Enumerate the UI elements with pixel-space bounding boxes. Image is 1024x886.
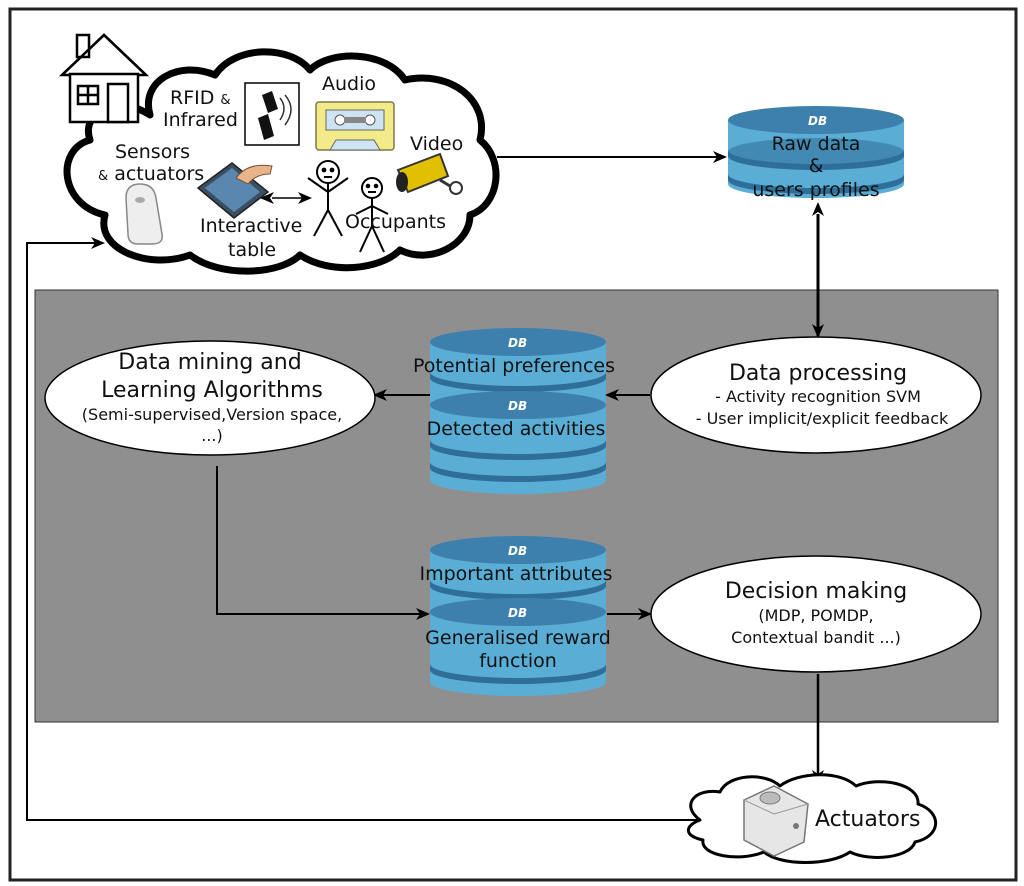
raw-data-amp: & [809,155,824,177]
decision-making-node [650,555,982,673]
interactive-label: Interactive [200,215,302,237]
infrared-label: Infrared [163,109,238,131]
smart-plug-icon [743,785,809,857]
db-tag: DB [508,336,527,350]
occupants-label: Occupants [345,211,446,233]
house-icon [58,33,150,124]
decision-making-line1: (MDP, POMDP, [758,606,873,625]
important-attributes-label: Important attributes [419,563,612,585]
raw-data-database: DB [728,106,904,198]
sensors-label: Sensors [115,141,190,163]
feedback-loop-arrow [26,237,700,821]
video-label: Video [410,133,463,155]
cassette-icon [315,101,395,151]
data-mining-title1: Data mining and [118,350,301,375]
audio-label: Audio [322,73,376,95]
generalised-reward-label: Generalised reward [425,627,611,649]
data-mining-node [44,340,376,456]
rfid-reader-icon [244,82,300,146]
camera-icon [396,152,463,195]
data-processing-node [650,336,982,454]
rfid-label: RFID & [170,87,231,109]
function-label: function [479,650,557,672]
actuators-label: Actuators [815,807,920,832]
sensor-plug-icon [125,183,164,245]
stick-figure-icon [355,177,389,253]
mining-to-attributes-arrow [216,466,430,620]
decision-making-line2: Contextual bandit ...) [731,628,901,647]
detected-activities-label: Detected activities [427,418,606,440]
tablet-icon [196,162,273,219]
data-processing-line2: - User implicit/explicit feedback [696,409,949,428]
data-processing-title: Data processing [729,361,907,386]
preferences-database: DB DB [430,328,606,494]
users-profiles-label: users profiles [752,179,879,201]
data-mining-title2: Learning Algorithms [101,378,323,403]
data-mining-line1: (Semi-supervised,Version space, [82,405,342,424]
data-processing-line1: - Activity recognition SVM [715,387,921,406]
db-tag: DB [508,399,527,413]
raw-data-label: Raw data [772,133,861,155]
data-mining-line2: ...) [201,426,223,445]
potential-preferences-label: Potential preferences [413,355,615,377]
attributes-database: DB DB [430,536,606,696]
table-label: table [228,239,276,261]
db-tag: DB [508,544,527,558]
actuators-env-label: & actuators [98,163,204,185]
db-tag: DB [508,606,527,620]
stick-figure-icon [307,160,349,237]
db-tag: DB [808,114,827,128]
decision-making-title: Decision making [725,579,907,604]
